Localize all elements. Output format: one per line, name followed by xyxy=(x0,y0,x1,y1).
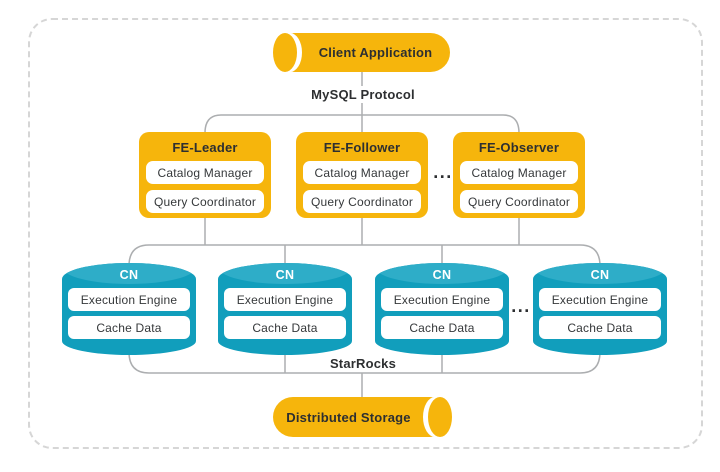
fe-ellipsis: ... xyxy=(433,162,453,182)
fe-observer-node: FE-Observer Catalog Manager Query Coordi… xyxy=(453,132,585,218)
fe-leader-title: FE-Leader xyxy=(172,140,238,155)
distributed-storage-node: Distributed Storage xyxy=(273,397,452,437)
cn-title: CN xyxy=(432,268,452,282)
query-coordinator-box: Query Coordinator xyxy=(460,190,578,213)
mysql-protocol-label: MySQL Protocol xyxy=(303,86,423,103)
execution-engine-box: Execution Engine xyxy=(381,288,503,311)
cn-title: CN xyxy=(275,268,295,282)
cn-title: CN xyxy=(590,268,610,282)
cn-bus-line xyxy=(128,244,601,267)
fe-follower-title: FE-Follower xyxy=(323,140,401,155)
query-coordinator-box: Query Coordinator xyxy=(146,190,264,213)
storage-bus-line xyxy=(128,351,601,374)
catalog-manager-box: Catalog Manager xyxy=(303,161,421,184)
cn-node-3: CN Execution Engine Cache Data xyxy=(375,263,509,355)
query-coordinator-box: Query Coordinator xyxy=(303,190,421,213)
cache-data-box: Cache Data xyxy=(68,316,190,339)
cn-ellipsis: ... xyxy=(511,296,531,316)
execution-engine-box: Execution Engine xyxy=(539,288,661,311)
cache-data-box: Cache Data xyxy=(224,316,346,339)
fe-leader-node: FE-Leader Catalog Manager Query Coordina… xyxy=(139,132,271,218)
diagram-dashed-border xyxy=(28,18,703,449)
fe-observer-title: FE-Observer xyxy=(478,140,560,155)
catalog-manager-box: Catalog Manager xyxy=(460,161,578,184)
cn-node-4: CN Execution Engine Cache Data xyxy=(533,263,667,355)
cn-node-2: CN Execution Engine Cache Data xyxy=(218,263,352,355)
fe-bus-line xyxy=(204,114,520,134)
cache-data-box: Cache Data xyxy=(381,316,503,339)
starrocks-cluster-label: StarRocks xyxy=(329,356,397,371)
client-application-node: Client Application xyxy=(273,33,450,72)
execution-engine-box: Execution Engine xyxy=(224,288,346,311)
distributed-storage-label: Distributed Storage xyxy=(286,409,411,425)
cylinder-cap xyxy=(428,397,452,437)
execution-engine-box: Execution Engine xyxy=(68,288,190,311)
cn-node-1: CN Execution Engine Cache Data xyxy=(62,263,196,355)
cylinder-cap xyxy=(273,33,297,72)
cache-data-box: Cache Data xyxy=(539,316,661,339)
fe-follower-node: FE-Follower Catalog Manager Query Coordi… xyxy=(296,132,428,218)
cn-title: CN xyxy=(119,268,139,282)
catalog-manager-box: Catalog Manager xyxy=(146,161,264,184)
client-application-label: Client Application xyxy=(318,45,433,60)
